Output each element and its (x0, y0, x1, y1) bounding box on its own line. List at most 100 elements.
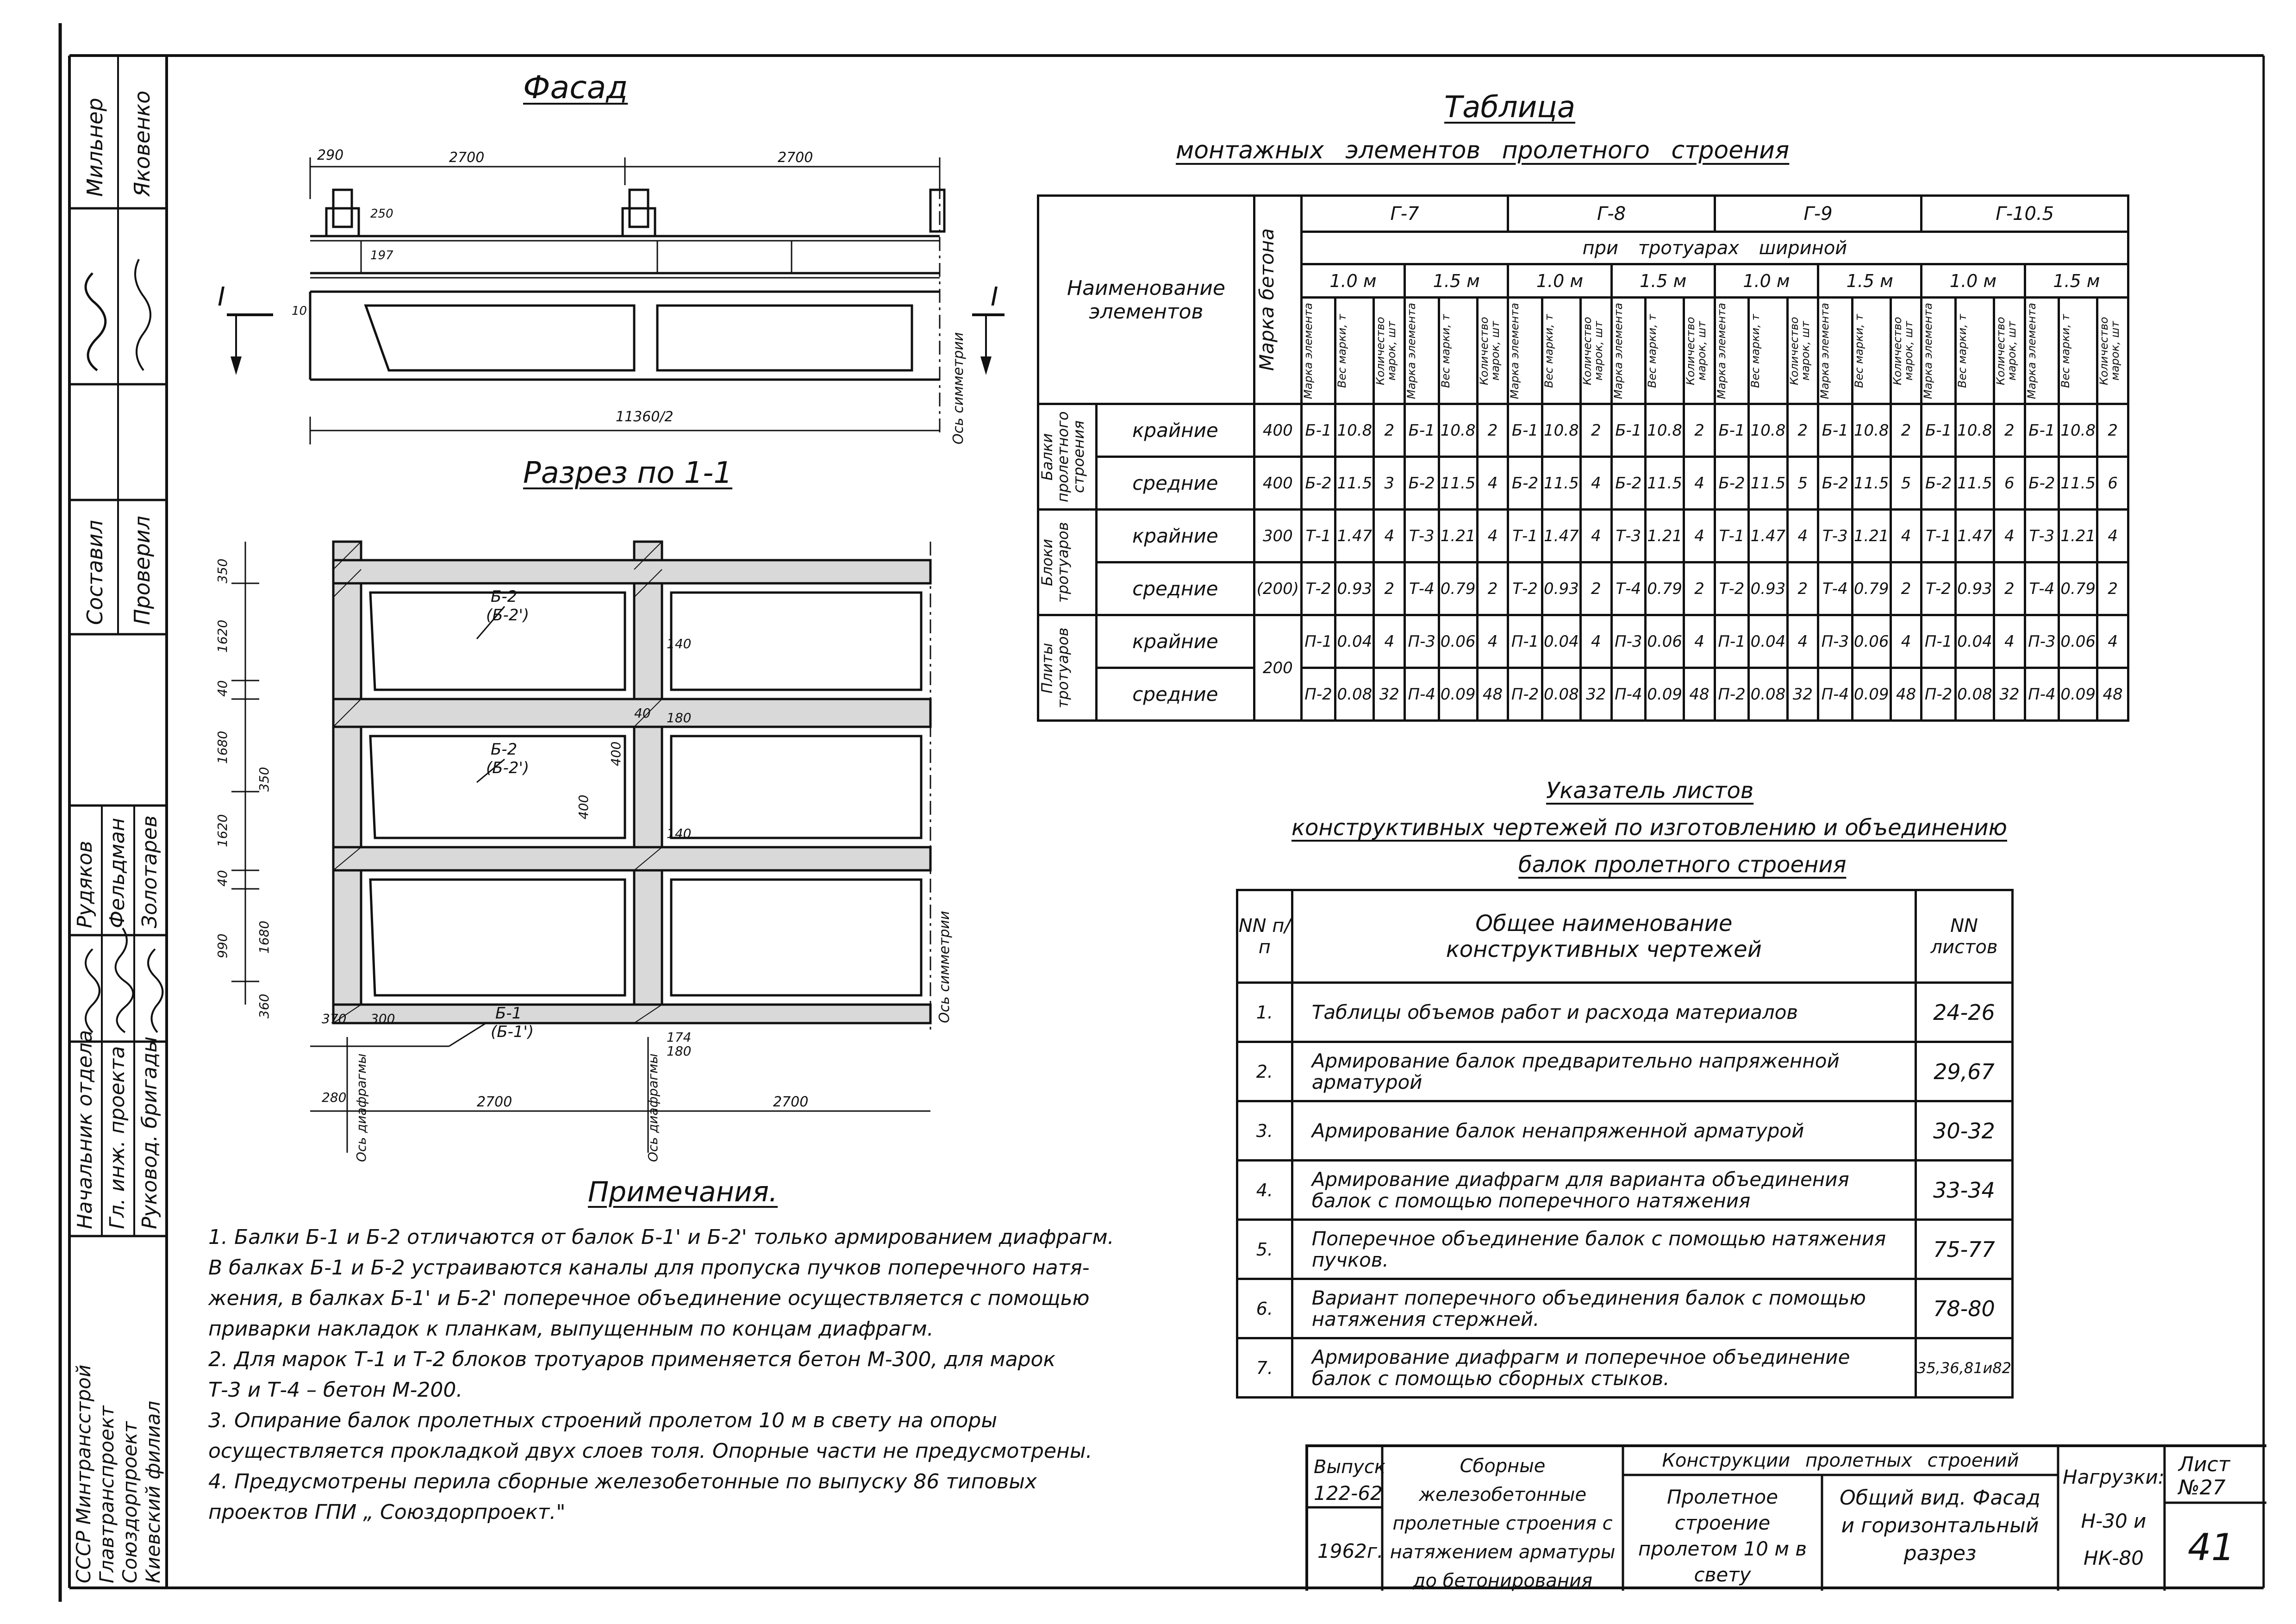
note-line: проектов ГПИ „ Союздорпроект." (208, 1500, 566, 1524)
et-data-cell: Т-3 (1404, 508, 1440, 563)
et-data-cell: 2 (2096, 561, 2129, 616)
et-data-cell: Б-1 (1507, 403, 1543, 458)
svg-text:Б-2: Б-2 (491, 587, 517, 606)
et-data-cell: 2 (1373, 561, 1406, 616)
sheets-index-num: 5. (1236, 1218, 1293, 1280)
facade-drawing: 290 2700 2700 250 197 10 11360/2 I I Ось… (218, 147, 1004, 444)
et-data-cell: 4 (1579, 456, 1613, 511)
et-subcol-cell: Вес марки, т (1954, 296, 1996, 405)
et-data-cell: П-3 (2023, 614, 2060, 669)
et-category-cell: Блоки тротуаров (1037, 508, 1098, 616)
et-width-cell: 1.0 м (1713, 263, 1820, 299)
et-data-cell: 2 (2096, 403, 2129, 458)
svg-text:2700: 2700 (778, 150, 813, 166)
et-data-cell: 0.93 (1541, 561, 1582, 616)
svg-text:Ось симметрии: Ось симметрии (936, 911, 953, 1023)
et-data-cell: 32 (1993, 667, 2026, 722)
issue-year: 1962г. (1317, 1540, 1384, 1562)
svg-text:174: 174 (667, 1030, 691, 1045)
notes-title: Примечания. (588, 1176, 778, 1208)
et-data-cell: 10.8 (1334, 403, 1375, 458)
et-subcol-cell: Марка элемента (1817, 296, 1853, 405)
role-name-2: Фельдман (106, 818, 129, 928)
et-data-cell: П-2 (1507, 667, 1543, 722)
et-data-cell: 10.8 (1851, 403, 1892, 458)
et-data-cell: 10.8 (2058, 403, 2099, 458)
et-data-cell: Т-2 (1713, 561, 1750, 616)
et-data-cell: 1.21 (1851, 508, 1892, 563)
et-data-cell: 2 (1373, 403, 1406, 458)
svg-text:360: 360 (256, 994, 272, 1018)
et-data-cell: 4 (1889, 614, 1923, 669)
et-subcol-cell: Марка элемента (1507, 296, 1543, 405)
svg-text:180: 180 (667, 710, 691, 725)
object-cell: Пролетное строение пролетом 10 м в свету (1638, 1486, 1807, 1586)
et-widths-header-row: при тротуарах шириной (1038, 231, 2130, 265)
sheets-index-sheets: 29,67 (1914, 1041, 2014, 1102)
sheets-index-num: 1. (1236, 981, 1293, 1043)
name2-1: Мильнер (82, 98, 107, 197)
et-data-cell: 2 (1476, 403, 1510, 458)
et-data-cell: Т-3 (1817, 508, 1853, 563)
et-data-cell: Б-1 (1817, 403, 1853, 458)
et-data-cell: 1.47 (1954, 508, 1996, 563)
et-data-cell: 2 (1579, 561, 1613, 616)
et-data-cell: 4 (1683, 456, 1716, 511)
sheets-index-num: 6. (1236, 1278, 1293, 1339)
et-data-cell: 4 (1476, 456, 1510, 511)
svg-text:40: 40 (218, 870, 230, 887)
et-subcol-cell: Марка элемента (1920, 296, 1957, 405)
name2-2: Яковенко (130, 90, 155, 197)
et-data-cell: 1.47 (1541, 508, 1582, 563)
facade-title: Фасад (523, 69, 628, 106)
svg-text:(Б-2'): (Б-2') (486, 759, 529, 777)
svg-text:40: 40 (218, 680, 230, 697)
role-3: Руковод. бригады (138, 1036, 162, 1229)
et-data-cell: Т-1 (1920, 508, 1957, 563)
et-data-cell: 4 (1993, 508, 2026, 563)
et-concrete-cell: 200 (1253, 614, 1303, 722)
et-category-cell: Плиты тротуаров (1037, 614, 1098, 722)
et-data-cell: 0.09 (1644, 667, 1685, 722)
et-data-cell: 2 (1579, 403, 1613, 458)
et-subcol-cell: Количество марок, шт (1683, 296, 1716, 405)
et-subcol-cell: Вес марки, т (1541, 296, 1582, 405)
title-block: Выпуск 122-62 1962г. Сборные железобетон… (1305, 1444, 2266, 1592)
et-data-cell: 2 (1993, 561, 2026, 616)
et-data-cell: П-4 (1817, 667, 1853, 722)
et-subcol-text: Вес марки, т (1542, 313, 1555, 388)
et-width-cell: 1.0 м (1920, 263, 2026, 299)
et-subcol-cell: Марка элемента (1610, 296, 1647, 405)
svg-text:350: 350 (218, 559, 230, 583)
et-data-cell: 10.8 (1437, 403, 1479, 458)
et-data-cell: 6 (2096, 456, 2129, 511)
sheets-index-sheets: 35,36,81и82 (1914, 1337, 2014, 1399)
role-name-1: Рудяков (73, 841, 97, 928)
et-width-cell: 1.5 м (1610, 263, 1716, 299)
et-data-cell: 0.09 (1437, 667, 1479, 722)
et-concrete-header: Марка бетона (1253, 194, 1303, 405)
et-data-cell: 6 (1993, 456, 2026, 511)
et-data-cell: 0.08 (1747, 667, 1789, 722)
sheets-index-row: 7.Армирование диафрагм и поперечное объе… (1236, 1337, 2014, 1399)
et-subcol-cell: Количество марок, шт (1786, 296, 1820, 405)
role-2: Гл. инж. проекта (106, 1046, 129, 1229)
et-data-cell: 0.04 (1541, 614, 1582, 669)
org-block: СССР Минтрансстрой Главтранспроект Союзд… (72, 1364, 164, 1583)
svg-text:40: 40 (634, 706, 651, 721)
et-data-cell: Т-1 (1300, 508, 1337, 563)
et-subcol-text: Марка элемента (1715, 302, 1728, 399)
et-data-cell: 0.93 (1334, 561, 1375, 616)
et-widths-header: при тротуарах шириной (1300, 231, 2130, 265)
series-name: Сборные железобетонные пролетные строени… (1390, 1455, 1616, 1592)
svg-text:Б-2: Б-2 (491, 740, 517, 759)
et-subcol-text: Количество марок, шт (1994, 316, 2019, 385)
et-data-cell: П-3 (1610, 614, 1647, 669)
et-subcol-text: Количество марок, шт (1581, 316, 1605, 385)
et-data-cell: 48 (1683, 667, 1716, 722)
